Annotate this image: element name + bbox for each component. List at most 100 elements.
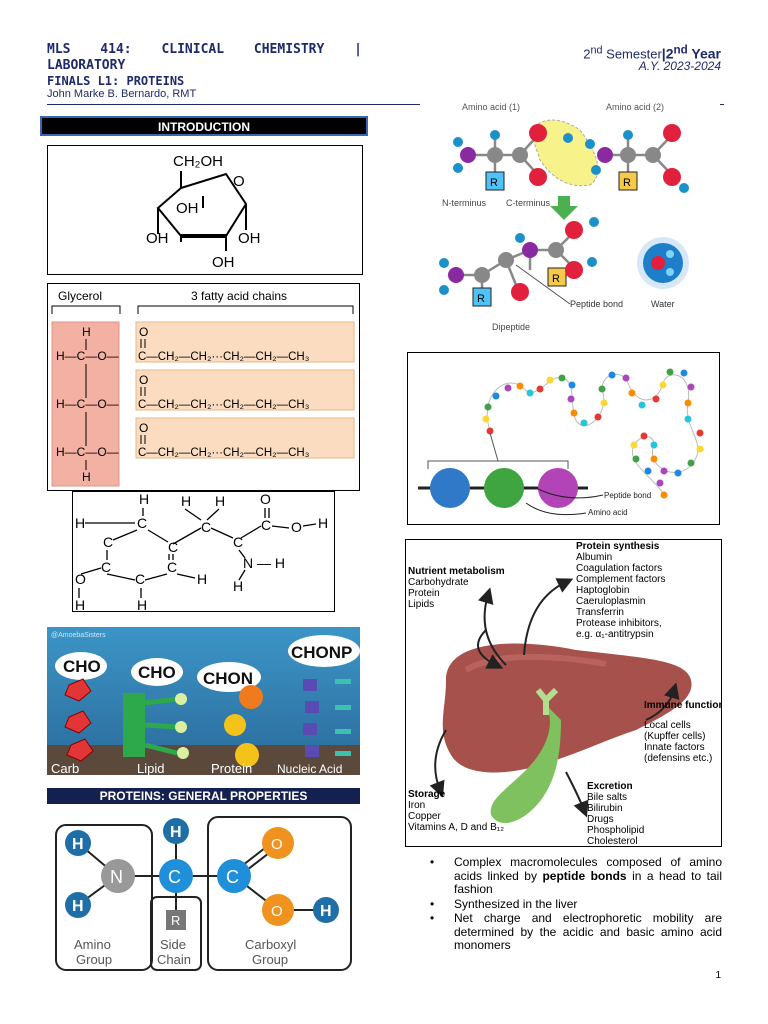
svg-text:O: O [291, 519, 302, 535]
svg-text:O: O [139, 325, 148, 339]
bubble-nucleic: CHONP [291, 643, 352, 662]
svg-text:H: H [318, 515, 328, 531]
liver-functions: Protein synthesis Albumin Coagulation fa… [405, 539, 722, 847]
bubble-carb: CHO [63, 657, 101, 676]
svg-text:Local cells: Local cells [644, 720, 691, 731]
side-chain-label-2: Chain [157, 952, 191, 967]
svg-text:Bilirubin: Bilirubin [587, 803, 623, 814]
svg-text:OH: OH [212, 254, 235, 271]
svg-text:N: N [110, 867, 123, 887]
svg-text:C: C [103, 534, 113, 550]
protein-synthesis-list: Albumin Coagulation factors Complement f… [576, 552, 665, 640]
svg-text:H—C—O—: H—C—O— [56, 349, 119, 363]
svg-text:H: H [82, 470, 91, 484]
amino-acid-1-label: Amino acid (1) [462, 102, 520, 112]
label-nucleic-acid: Nucleic Acid [277, 762, 342, 775]
svg-text:H: H [75, 515, 85, 531]
glucose-figure: CH₂OH O OH OH OH OH [47, 145, 363, 275]
svg-text:Lipids: Lipids [408, 599, 434, 610]
svg-text:H: H [82, 325, 91, 339]
svg-text:H: H [72, 836, 84, 853]
label-carb: Carb [51, 761, 79, 775]
svg-text:Transferrin: Transferrin [576, 607, 624, 618]
svg-text:Carbohydrate: Carbohydrate [408, 577, 469, 588]
page-number: 1 [715, 970, 721, 981]
svg-text:Bile salts: Bile salts [587, 792, 627, 803]
protein-synthesis-title: Protein synthesis [576, 541, 660, 552]
svg-text:H: H [139, 492, 149, 507]
svg-text:H: H [170, 824, 182, 841]
carboxyl-group-label-1: Carboxyl [245, 937, 296, 952]
amino-group-label-1: Amino [74, 937, 111, 952]
amino-group-label-2: Group [76, 952, 112, 967]
amino-acid-2-label: Amino acid (2) [606, 102, 664, 112]
label-protein: Protein [211, 761, 252, 775]
svg-text:Protease inhibitors,: Protease inhibitors, [576, 618, 662, 629]
section-general-properties: PROTEINS: GENERAL PROPERTIES [47, 788, 360, 804]
svg-text:Vitamins A, D and B₁₂: Vitamins A, D and B₁₂ [408, 822, 504, 833]
carboxyl-group-label-2: Group [252, 952, 288, 967]
bullet-item: Complex macromolecules composed of amino… [430, 855, 722, 897]
svg-text:O: O [139, 373, 148, 387]
chain-beads [482, 368, 704, 499]
svg-text:Protein: Protein [408, 588, 440, 599]
svg-text:Albumin: Albumin [576, 552, 612, 563]
svg-text:O: O [139, 421, 148, 435]
svg-text:O: O [271, 836, 283, 853]
author: John Marke B. Bernardo, RMT [47, 88, 197, 100]
svg-text:R: R [623, 177, 631, 189]
svg-text:C: C [168, 539, 178, 555]
academic-year: A.Y. 2023-2024 [638, 59, 721, 73]
glucose-oh: OH [176, 200, 199, 217]
svg-text:Phospholipid: Phospholipid [587, 825, 644, 836]
svg-text:Haptoglobin: Haptoglobin [576, 585, 629, 596]
svg-text:(Kupffer cells): (Kupffer cells) [644, 731, 706, 742]
svg-text:C: C [167, 559, 177, 575]
side-chain-label-1: Side [160, 937, 186, 952]
svg-text:C: C [135, 571, 145, 587]
section-introduction: INTRODUCTION [40, 116, 368, 136]
svg-text:C: C [168, 867, 181, 887]
water-label: Water [651, 299, 675, 309]
c-terminus-label: C-terminus [506, 198, 551, 208]
svg-text:Copper: Copper [408, 811, 441, 822]
bubble-lipid: CHO [138, 663, 176, 682]
chain-peptide-bond-label: Peptide bond [604, 491, 651, 500]
label-lipid: Lipid [137, 761, 164, 775]
svg-text:C: C [137, 515, 147, 531]
glycerol-label: Glycerol [58, 289, 102, 303]
svg-text:H: H [320, 903, 332, 920]
course-title: MLS 414: CLINICAL CHEMISTRY | [47, 42, 362, 57]
svg-text:R: R [171, 913, 180, 928]
svg-text:R: R [552, 273, 560, 285]
svg-text:e.g. α₁-antitrypsin: e.g. α₁-antitrypsin [576, 629, 654, 640]
fatty-chains-label: 3 fatty acid chains [191, 289, 287, 303]
svg-text:Innate factors: Innate factors [644, 742, 705, 753]
course-title-line2: LABORATORY [47, 58, 126, 73]
speech-bubbles: CHO CHO CHON CHONP [55, 635, 360, 692]
bubble-protein: CHON [203, 669, 253, 688]
dipeptide-label: Dipeptide [492, 322, 530, 332]
svg-text:Coagulation factors: Coagulation factors [576, 563, 662, 574]
excretion-title: Excretion [587, 781, 633, 792]
svg-text:H: H [197, 571, 207, 587]
svg-text:H: H [215, 493, 225, 509]
glucose-ch2oh: CH₂OH [173, 153, 223, 170]
svg-text:C: C [261, 517, 271, 533]
svg-text:O: O [233, 173, 245, 190]
topic-title: FINALS L1: PROTEINS [47, 74, 185, 88]
fatty-chain-2: C—CH₂—CH₂···CH₂—CH₂—CH₃ [138, 399, 310, 411]
bullet-item: Synthesized in the liver [430, 897, 722, 912]
biomolecule-cartoon: @AmoebaSisters CHO CHO CHON CHONP Carb L… [47, 627, 360, 775]
fatty-chain-3: C—CH₂—CH₂···CH₂—CH₂—CH₃ [138, 447, 310, 459]
triglyceride-figure: Glycerol 3 fatty acid chains H H—C—O— H—… [47, 283, 360, 491]
svg-text:R: R [477, 293, 485, 305]
svg-text:Cholesterol: Cholesterol [587, 836, 638, 847]
svg-text:C: C [201, 519, 211, 535]
svg-text:Iron: Iron [408, 800, 425, 811]
svg-text:(defensins etc.): (defensins etc.) [644, 753, 712, 764]
svg-text:H: H [72, 898, 84, 915]
svg-text:C: C [233, 534, 243, 550]
svg-text:Caeruloplasmin: Caeruloplasmin [576, 596, 645, 607]
